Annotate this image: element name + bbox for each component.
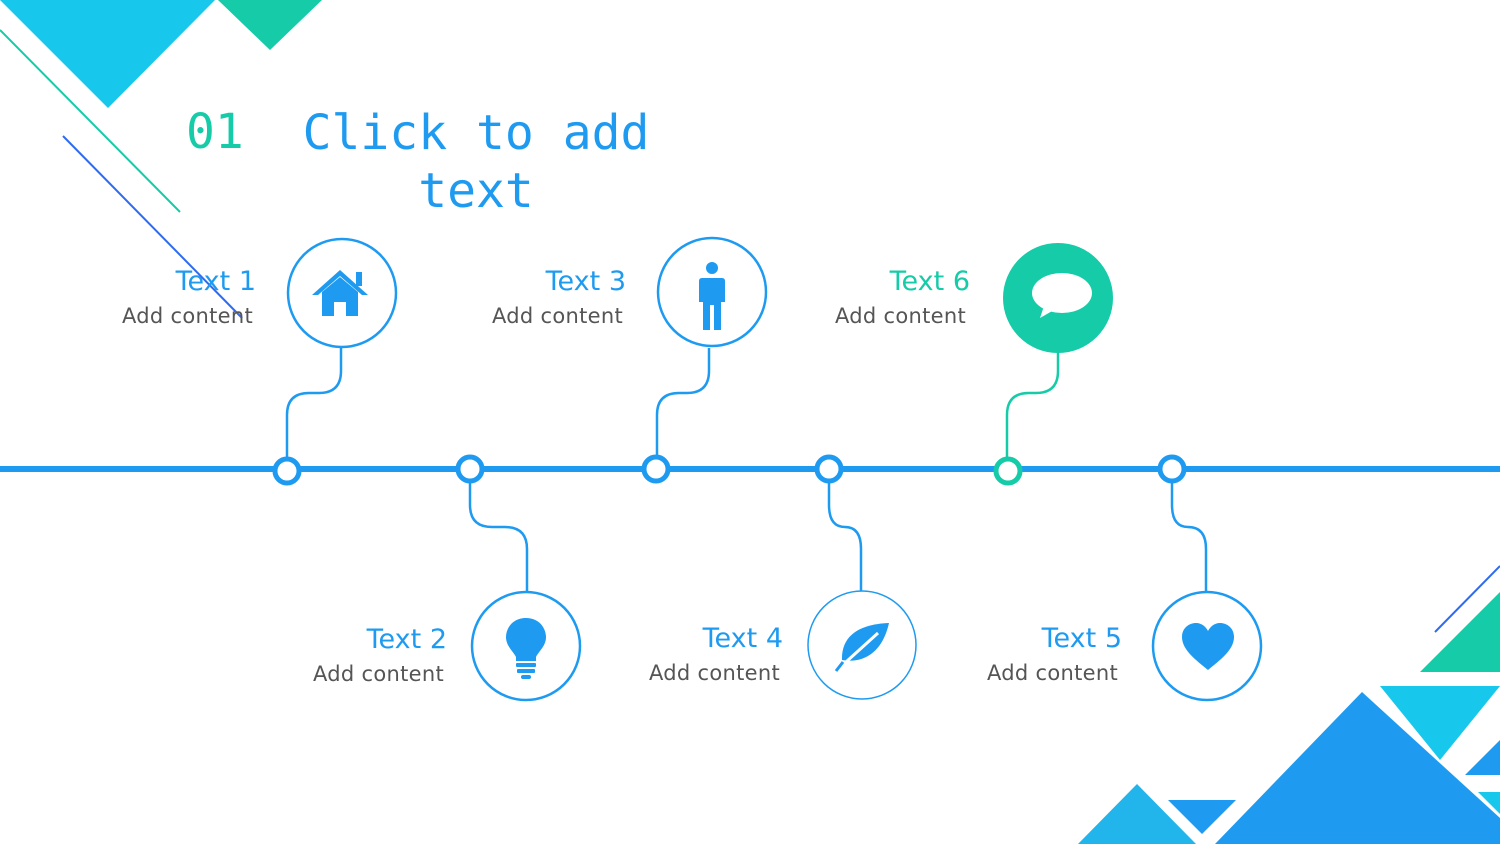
heart-icon bbox=[1182, 623, 1234, 670]
item-5-content[interactable]: Add content bbox=[986, 661, 1118, 685]
item-3-content[interactable]: Add content bbox=[491, 304, 623, 328]
top-left-decoration bbox=[0, 0, 322, 319]
icon-circle-5[interactable] bbox=[1151, 590, 1263, 702]
item-2-content[interactable]: Add content bbox=[312, 662, 444, 686]
item-5-label[interactable]: Text 5 bbox=[1041, 623, 1122, 654]
leaf-icon bbox=[834, 623, 889, 673]
bottom-right-decoration bbox=[1078, 565, 1500, 844]
item-4-content[interactable]: Add content bbox=[648, 661, 780, 685]
connectors bbox=[285, 348, 1208, 592]
section-number: 01 bbox=[186, 104, 244, 160]
item-2-label[interactable]: Text 2 bbox=[366, 624, 447, 655]
timeline-node bbox=[641, 454, 671, 484]
page-title[interactable]: Click to add text bbox=[302, 105, 650, 219]
timeline-node bbox=[1157, 454, 1187, 484]
item-6-content[interactable]: Add content bbox=[834, 304, 966, 328]
speech-bubble-icon bbox=[1032, 273, 1092, 318]
person-icon bbox=[699, 262, 725, 330]
icon-circle-4[interactable] bbox=[807, 590, 917, 700]
timeline-node bbox=[272, 456, 302, 486]
icon-circle-1[interactable] bbox=[286, 237, 398, 349]
item-1-content[interactable]: Add content bbox=[121, 304, 253, 328]
item-3-label[interactable]: Text 3 bbox=[545, 266, 626, 297]
item-1-label[interactable]: Text 1 bbox=[175, 266, 256, 297]
timeline-node bbox=[993, 456, 1023, 486]
icon-circle-3[interactable] bbox=[656, 236, 768, 348]
timeline-node bbox=[455, 454, 485, 484]
item-4-label[interactable]: Text 4 bbox=[702, 623, 783, 654]
timeline-node bbox=[814, 454, 844, 484]
timeline-nodes bbox=[272, 454, 1187, 486]
icon-circle-2[interactable] bbox=[470, 590, 582, 702]
lightbulb-icon bbox=[506, 618, 546, 679]
home-icon bbox=[312, 270, 368, 316]
icon-circle-6[interactable] bbox=[1003, 243, 1113, 353]
item-6-label[interactable]: Text 6 bbox=[889, 266, 970, 297]
